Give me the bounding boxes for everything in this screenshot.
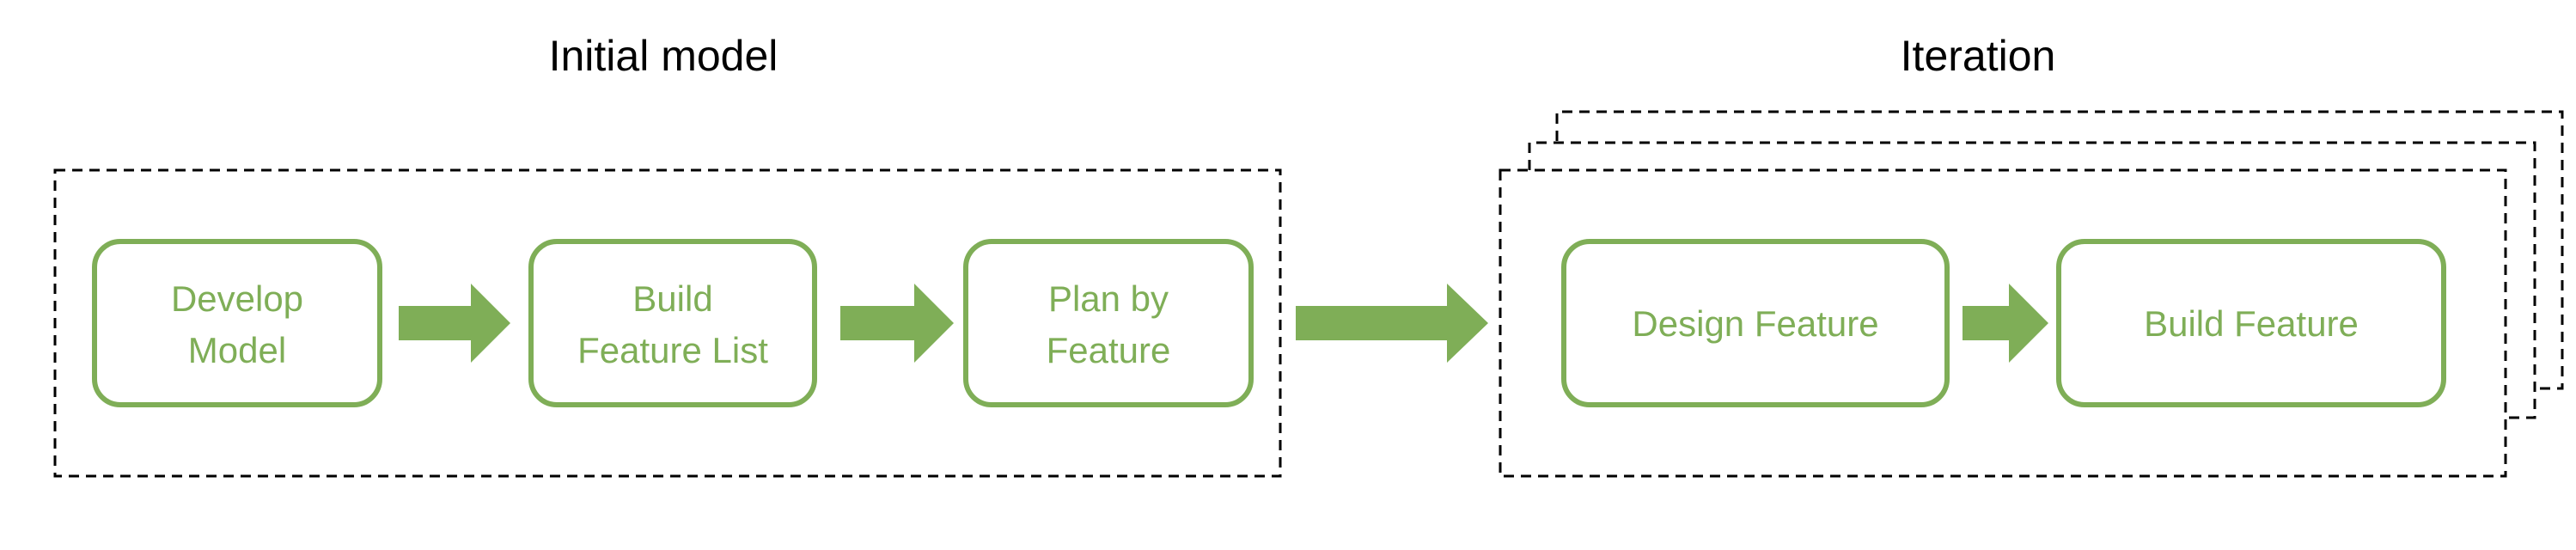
arrow-design-to-build	[1963, 284, 2048, 363]
arrow-initial-to-iteration	[1296, 284, 1488, 363]
initial-model-title: Initial model	[549, 32, 778, 80]
step-box	[2056, 239, 2446, 407]
step-label-line: Design Feature	[1632, 303, 1878, 344]
step-label-line: Develop	[171, 278, 303, 319]
initial-model-frame	[53, 168, 1282, 478]
step-box	[963, 239, 1254, 407]
step-plan-by-feature: Plan by Feature	[963, 239, 1254, 407]
step-label-line: Feature List	[577, 330, 768, 370]
step-label-line: Model	[188, 330, 286, 370]
step-box	[528, 239, 817, 407]
step-develop-model: Develop Model	[92, 239, 382, 407]
step-build-feature: Build Feature	[2056, 239, 2446, 407]
step-label-line: Build Feature	[2144, 303, 2359, 344]
step-design-feature: Design Feature	[1561, 239, 1950, 407]
step-box	[92, 239, 382, 407]
step-label-line: Feature	[1047, 330, 1171, 370]
step-label-line: Build	[632, 278, 712, 319]
step-build-feature-list: Build Feature List	[528, 239, 817, 407]
step-label-line: Plan by	[1048, 278, 1169, 319]
arrow-build-list-to-plan	[840, 284, 954, 363]
iteration-frame-middle	[1528, 141, 2536, 419]
iteration-title: Iteration	[1901, 32, 2056, 80]
iteration-frame-back	[1555, 110, 2564, 390]
arrow-develop-to-build-list	[399, 284, 510, 363]
step-box	[1561, 239, 1950, 407]
